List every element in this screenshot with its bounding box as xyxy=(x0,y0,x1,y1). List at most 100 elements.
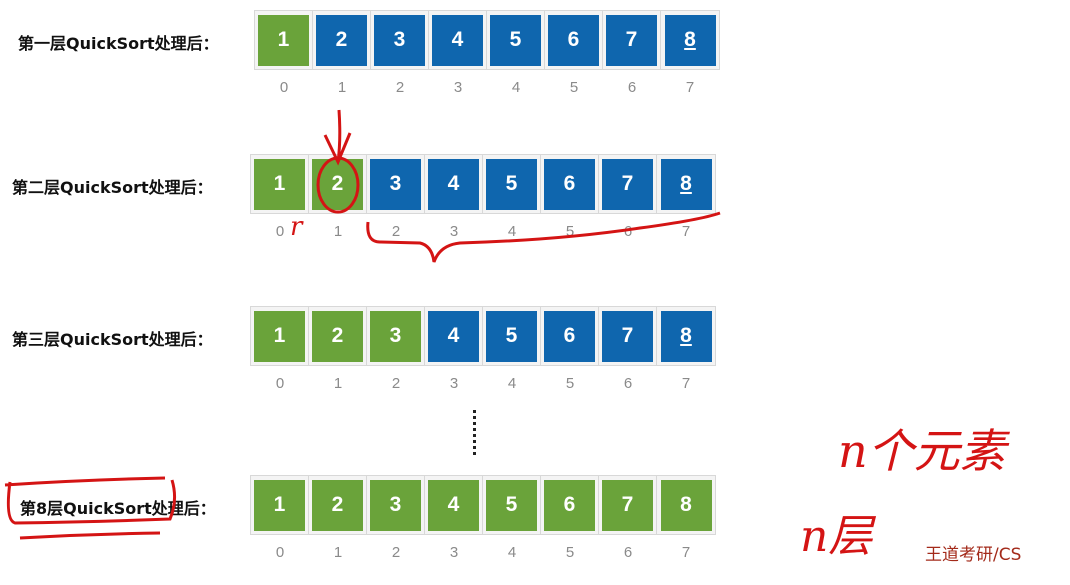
array-cell: 7 xyxy=(599,155,657,213)
array-cell: 6 xyxy=(541,307,599,365)
array-cell: 4 xyxy=(425,155,483,213)
row-label: 第二层QuickSort处理后： xyxy=(12,178,213,197)
index-label: 0 xyxy=(279,79,289,96)
array-cell: 1 xyxy=(251,307,309,365)
unsorted-element: 3 xyxy=(370,158,421,210)
sorted-element: 5 xyxy=(486,479,537,531)
sorted-element: 4 xyxy=(428,479,479,531)
array-cell: 2 xyxy=(313,11,371,69)
element-value: 5 xyxy=(505,324,518,347)
array-cell: 2 xyxy=(309,307,367,365)
array-cell: 4 xyxy=(425,476,483,534)
element-value: 5 xyxy=(505,493,518,516)
element-value: 3 xyxy=(393,28,406,51)
unsorted-element: 6 xyxy=(544,158,595,210)
array-row: 1 2 3 4 5 6 7 8 xyxy=(250,475,716,535)
array-cell: 7 xyxy=(599,476,657,534)
element-value: 2 xyxy=(331,493,344,516)
array-cell: 8 xyxy=(657,155,715,213)
index-label: 0 xyxy=(275,223,285,240)
array-cell: 1 xyxy=(255,11,313,69)
index-label: 6 xyxy=(623,223,633,240)
array-cell: 1 xyxy=(251,476,309,534)
element-value: 2 xyxy=(331,324,344,347)
element-value: 4 xyxy=(451,28,464,51)
element-value: 3 xyxy=(389,493,402,516)
sorted-element: 1 xyxy=(254,479,305,531)
sorted-element: 8 xyxy=(660,479,712,531)
index-label: 7 xyxy=(681,544,691,561)
element-value: 4 xyxy=(447,493,460,516)
annotation-n-levels: n层 xyxy=(800,511,873,562)
element-value: 7 xyxy=(625,28,638,51)
index-label: 4 xyxy=(507,375,517,392)
array-cell: 5 xyxy=(487,11,545,69)
index-label: 3 xyxy=(453,79,463,96)
sorted-element: 2 xyxy=(312,310,363,362)
index-label: 6 xyxy=(623,544,633,561)
unsorted-element: 5 xyxy=(486,310,537,362)
sorted-element: 7 xyxy=(602,479,653,531)
array-cell: 3 xyxy=(367,155,425,213)
index-label: 7 xyxy=(681,223,691,240)
watermark: 王道考研/CS xyxy=(925,545,1022,565)
sorted-element: 1 xyxy=(254,310,305,362)
index-label: 2 xyxy=(391,544,401,561)
array-cell: 1 xyxy=(251,155,309,213)
unsorted-element: 8 xyxy=(664,14,716,66)
element-value: 6 xyxy=(563,324,576,347)
index-label: 5 xyxy=(565,375,575,392)
index-label: 2 xyxy=(391,223,401,240)
sorted-element: 3 xyxy=(370,479,421,531)
array-cell: 7 xyxy=(599,307,657,365)
element-value: 6 xyxy=(563,493,576,516)
element-value: 3 xyxy=(389,172,402,195)
array-cell: 8 xyxy=(657,307,715,365)
element-value: 5 xyxy=(505,172,518,195)
row-label: 第三层QuickSort处理后： xyxy=(12,330,213,349)
element-value: 7 xyxy=(621,172,634,195)
index-label: 2 xyxy=(391,375,401,392)
array-cell: 8 xyxy=(661,11,719,69)
array-cell: 3 xyxy=(371,11,429,69)
element-value: 8 xyxy=(680,172,692,195)
index-label: 3 xyxy=(449,223,459,240)
unsorted-element: 4 xyxy=(432,14,483,66)
array-cell: 4 xyxy=(425,307,483,365)
index-label: 1 xyxy=(333,544,343,561)
element-value: 2 xyxy=(335,28,348,51)
element-value: 1 xyxy=(273,172,286,195)
array-cell: 6 xyxy=(541,476,599,534)
index-label: 4 xyxy=(507,223,517,240)
element-value: 4 xyxy=(447,172,460,195)
index-label: 0 xyxy=(275,544,285,561)
index-label: 5 xyxy=(565,223,575,240)
element-value: 6 xyxy=(567,28,580,51)
element-value: 8 xyxy=(680,324,692,347)
index-label: 3 xyxy=(449,544,459,561)
array-cell: 6 xyxy=(545,11,603,69)
unsorted-element: 7 xyxy=(602,158,653,210)
annotation-r-mark: r xyxy=(290,212,303,242)
unsorted-element: 8 xyxy=(660,158,712,210)
index-label: 1 xyxy=(337,79,347,96)
array-cell: 5 xyxy=(483,307,541,365)
row-label: 第一层QuickSort处理后： xyxy=(18,34,219,53)
index-label: 7 xyxy=(685,79,695,96)
unsorted-element: 2 xyxy=(316,14,367,66)
index-label: 3 xyxy=(449,375,459,392)
element-value: 1 xyxy=(273,493,286,516)
unsorted-element: 4 xyxy=(428,158,479,210)
index-label: 5 xyxy=(565,544,575,561)
index-label: 5 xyxy=(569,79,579,96)
sorted-element: 2 xyxy=(312,158,363,210)
array-cell: 8 xyxy=(657,476,715,534)
sorted-element: 3 xyxy=(370,310,421,362)
element-value: 8 xyxy=(680,493,692,516)
sorted-element: 2 xyxy=(312,479,363,531)
index-label: 4 xyxy=(511,79,521,96)
